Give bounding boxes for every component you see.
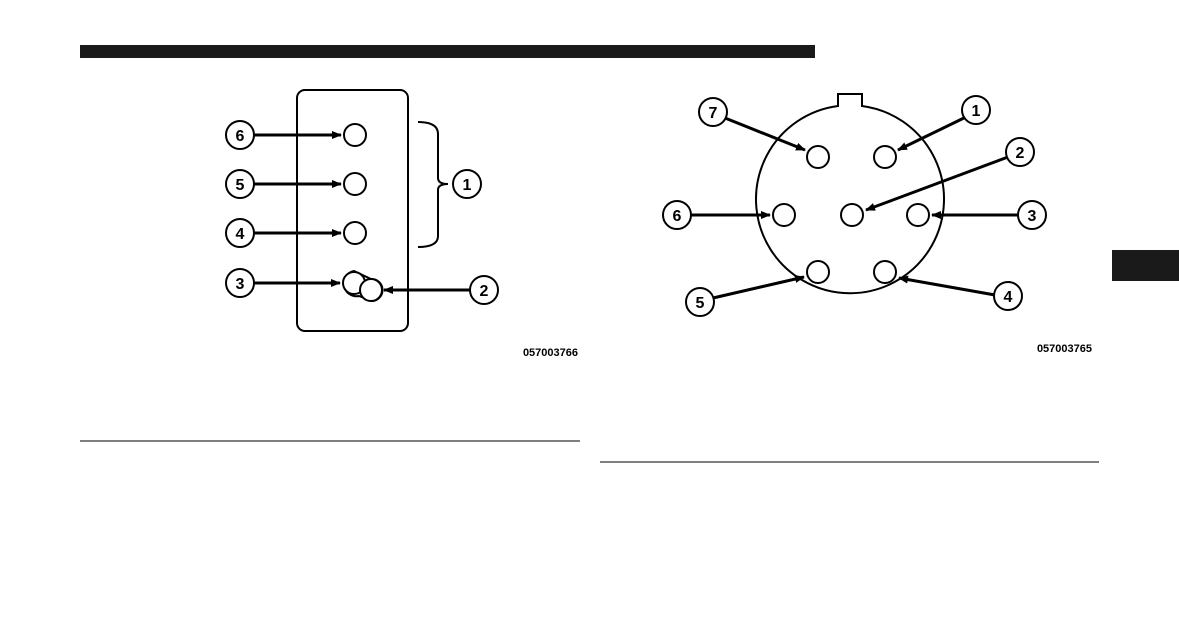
right-pin-3: [906, 203, 930, 227]
svg-text:4: 4: [236, 226, 245, 243]
left-callout-2: 2: [469, 275, 499, 305]
header-bar: [80, 45, 815, 58]
left-pin-5: [343, 172, 367, 196]
svg-text:6: 6: [236, 128, 245, 145]
right-callout-5: 5: [685, 287, 715, 317]
right-pin-2: [840, 203, 864, 227]
svg-text:2: 2: [1016, 145, 1025, 162]
left-figure-code: 057003766: [523, 347, 578, 359]
svg-text:2: 2: [480, 283, 489, 300]
left-callout-5: 5: [225, 169, 255, 199]
left-pin-6: [343, 123, 367, 147]
right-arrow-1: [897, 115, 967, 152]
right-callout-2: 2: [1005, 137, 1035, 167]
right-figure-code: 057003765: [1037, 343, 1092, 355]
right-callout-3: 3: [1017, 200, 1047, 230]
svg-text:3: 3: [236, 276, 245, 293]
svg-text:1: 1: [463, 177, 472, 194]
svg-text:1: 1: [972, 103, 981, 120]
section-tab: [1112, 250, 1179, 281]
right-pin-7: [806, 145, 830, 169]
right-callout-6: 6: [662, 200, 692, 230]
left-callout-6: 6: [225, 120, 255, 150]
right-connector-body: [755, 93, 945, 295]
right-callout-7: 7: [698, 97, 728, 127]
svg-text:7: 7: [709, 105, 718, 122]
right-pin-4: [873, 260, 897, 284]
svg-text:4: 4: [1004, 289, 1013, 306]
left-connector-body: [296, 89, 409, 332]
svg-text:3: 3: [1028, 208, 1037, 225]
right-pin-6: [772, 203, 796, 227]
right-connector-figure: 7 1 2 6 3 5 4 057003765: [662, 93, 1092, 355]
left-pin-4: [343, 221, 367, 245]
left-connector-figure: 6 5 4 3 1 2 057003766: [225, 89, 578, 359]
right-arrow-4: [898, 275, 996, 297]
svg-text:5: 5: [236, 177, 245, 194]
right-pin-5: [806, 260, 830, 284]
left-callout-1: 1: [452, 169, 482, 199]
left-bracket: [417, 121, 449, 248]
right-callout-4: 4: [993, 281, 1023, 311]
svg-text:6: 6: [673, 208, 682, 225]
right-pin-1: [873, 145, 897, 169]
right-arrow-2: [865, 155, 1009, 212]
right-arrow-7: [724, 116, 806, 152]
svg-text:5: 5: [696, 295, 705, 312]
right-arrow-5: [712, 275, 805, 300]
left-callout-4: 4: [225, 218, 255, 248]
left-callout-3: 3: [225, 268, 255, 298]
right-callout-1: 1: [961, 95, 991, 125]
left-pin-3-2: [342, 269, 384, 303]
